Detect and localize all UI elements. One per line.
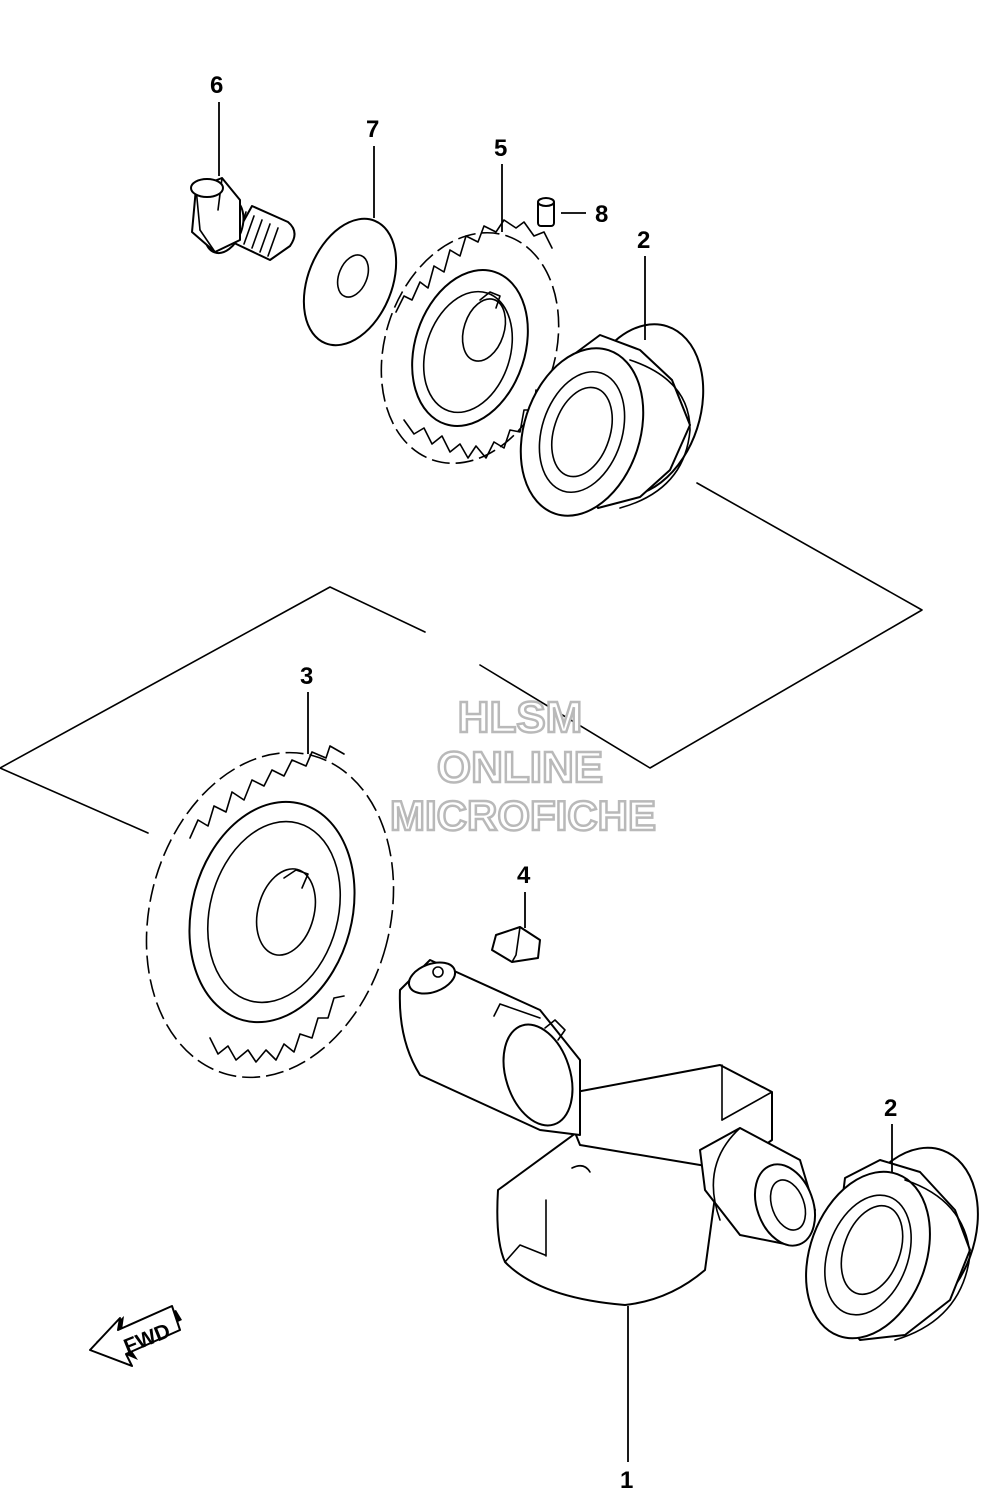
watermark: HLSM ONLINE MICROFICHE: [389, 692, 658, 841]
bearing-lower-part: [805, 1146, 979, 1341]
watermark-line-1: HLSM: [458, 693, 583, 742]
watermark-line-2: ONLINE: [437, 743, 603, 792]
drive-gear-part: [380, 219, 560, 465]
callout-1: 1: [620, 1467, 633, 1494]
callout-5: 5: [494, 135, 507, 162]
bearing-upper-part: [519, 323, 705, 517]
callout-2-lower: 2: [884, 1095, 897, 1122]
callout-2-upper: 2: [637, 227, 650, 254]
callout-6: 6: [210, 72, 223, 99]
callout-3: 3: [300, 663, 313, 690]
assembly-outline: [479, 482, 923, 769]
bolt-part: [190, 177, 296, 261]
crankshaft-part: [398, 959, 816, 1306]
washer-part: [302, 217, 398, 347]
callout-8: 8: [595, 201, 608, 228]
assembly-outline-left: [0, 586, 426, 834]
callout-4: 4: [517, 862, 531, 889]
pin-part: [537, 197, 555, 227]
driven-gear-part: [145, 745, 395, 1079]
key-part: [491, 926, 541, 963]
callout-7: 7: [366, 116, 379, 143]
watermark-line-3: MICROFICHE: [390, 792, 656, 839]
fwd-arrow: FWD: [89, 1305, 182, 1367]
